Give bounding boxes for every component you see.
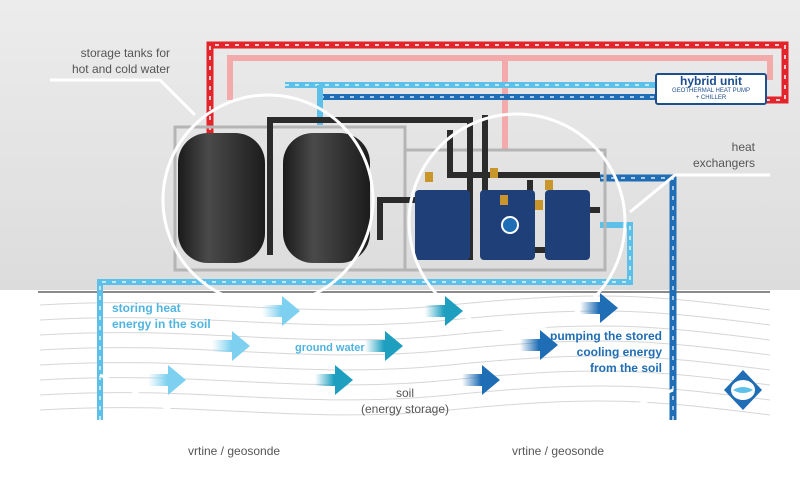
flow-arrows [148, 293, 618, 395]
storage-tank-hot [178, 133, 265, 263]
label-line: exchangers [692, 156, 755, 170]
label-line: cooling energy [576, 345, 662, 359]
hot-pipe [206, 41, 789, 160]
label-line: energy in the soil [112, 317, 211, 331]
heat-exchangers-label: heat exchangers [655, 139, 755, 171]
storage-tank-cold [283, 133, 370, 263]
label-line: storage tanks for [80, 46, 170, 60]
check-icon [501, 216, 519, 234]
soil-label: soil (energy storage) [345, 385, 465, 417]
hybrid-unit-subtitle: + CHILLER [695, 95, 727, 101]
ground-water-label: ground water [295, 342, 365, 354]
storage-tanks [178, 133, 370, 263]
label-line: heat [731, 140, 755, 154]
label-line: from the soil [589, 361, 662, 375]
label-line: pumping the stored [550, 329, 662, 343]
label-line: storing heat [112, 301, 181, 315]
borehole-left-label: vrtine / geosonde [188, 444, 281, 458]
hybrid-unit-title: hybrid unit [680, 74, 742, 88]
label-line: soil [395, 386, 414, 400]
leader-lines [50, 78, 770, 442]
heat-exchangers [415, 190, 590, 260]
label-line: (energy storage) [360, 402, 450, 416]
borehole-right-label: vrtine / geosonde [512, 444, 605, 458]
pumping-label: pumping the stored cooling energy from t… [500, 328, 662, 376]
storing-heat-label: storing heat energy in the soil [112, 300, 211, 332]
hybrid-unit-box: hybrid unit GEOTHERMAL HEAT PUMP + CHILL… [655, 73, 767, 105]
logo-icon [724, 370, 762, 410]
hybrid-unit-subtitle: GEOTHERMAL HEAT PUMP [672, 88, 750, 94]
valves [425, 168, 553, 210]
label-line: hot and cold water [71, 62, 170, 76]
storage-tanks-label: storage tanks for hot and cold water [30, 45, 170, 77]
